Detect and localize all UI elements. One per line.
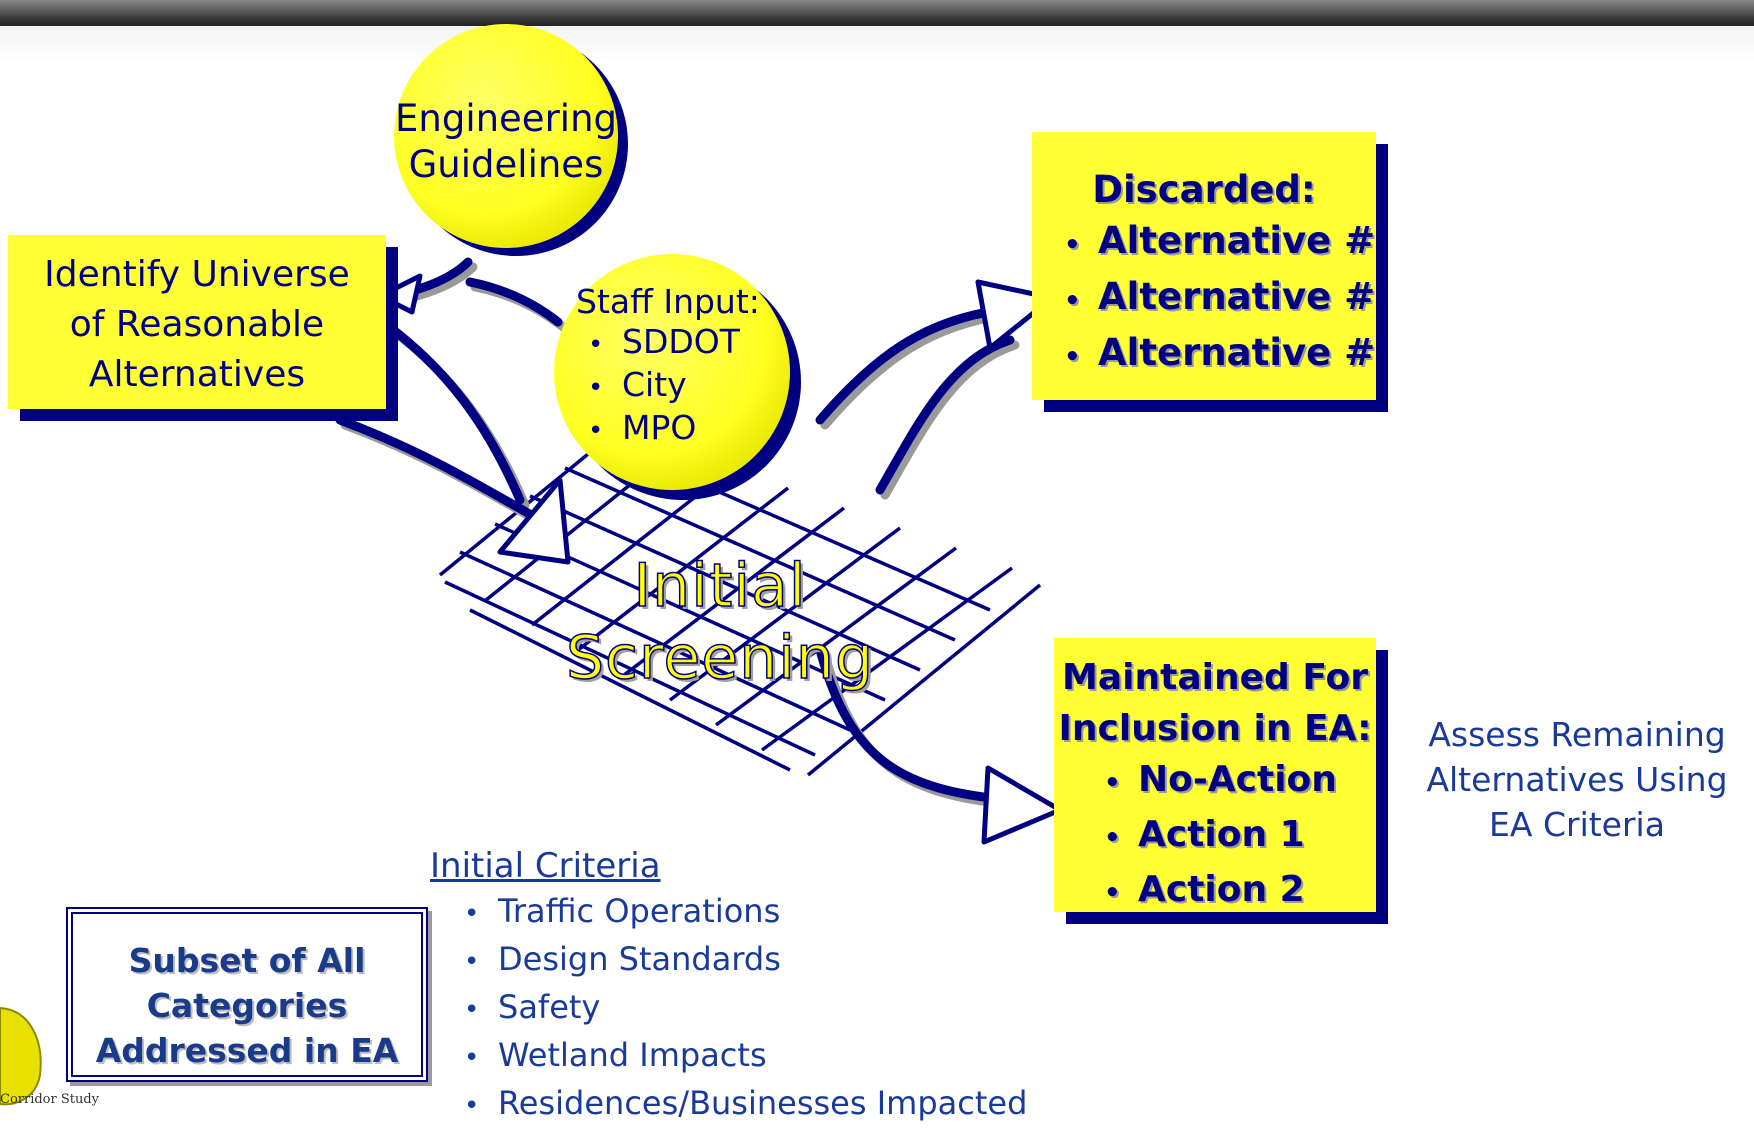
criteria-item: Design Standards (464, 937, 1027, 985)
logo-caption: Corridor Study (0, 1092, 100, 1107)
corridor-logo-icon (0, 1006, 42, 1106)
title-bar (0, 0, 1754, 26)
maintained-box: Maintained For Inclusion in EA: No-Actio… (1054, 638, 1376, 912)
engineering-line-1: Engineering (395, 97, 617, 140)
criteria-list: Traffic Operations Design Standards Safe… (430, 889, 1027, 1129)
criteria-item: Residences/Businesses Impacted (464, 1081, 1027, 1129)
criteria-heading: Initial Criteria (430, 846, 661, 886)
staff-input-label: Staff Input: SDDOT City MPO (576, 282, 796, 451)
assess-remaining-note: Assess Remaining Alternatives Using EA C… (1412, 712, 1742, 847)
staff-item: MPO (588, 408, 796, 451)
subset-line-3: Addressed in EA (95, 1031, 399, 1070)
assess-line-1: Assess Remaining (1428, 715, 1726, 754)
maintained-item: Action 2 (1104, 864, 1376, 919)
discarded-list: Alternative # Alternative # Alternative … (1032, 215, 1376, 383)
identify-line-2: of Reasonable (69, 304, 325, 345)
assess-line-3: EA Criteria (1489, 805, 1665, 844)
engineering-guidelines-label: Engineering Guidelines (394, 96, 618, 188)
criteria-item: Traffic Operations (464, 889, 1027, 937)
engineering-line-2: Guidelines (408, 143, 604, 186)
criteria-item: Safety (464, 985, 1027, 1033)
discarded-item: Alternative # (1064, 327, 1376, 383)
staff-item: City (588, 365, 796, 408)
identify-line-3: Alternatives (88, 354, 306, 395)
maintained-item: Action 1 (1104, 809, 1376, 864)
discarded-box: Discarded: Alternative # Alternative # A… (1032, 132, 1376, 400)
screening-line-2: Screening (565, 622, 875, 694)
staff-item: SDDOT (588, 322, 796, 365)
subset-categories-box: Subset of All Categories Addressed in EA (66, 907, 428, 1082)
maintained-line-1: Maintained For (1062, 657, 1368, 698)
identify-line-1: Identify Universe (44, 254, 350, 295)
subset-line-2: Categories (146, 986, 348, 1025)
screening-grid (438, 426, 1042, 777)
identify-universe-box: Identify Universe of Reasonable Alternat… (8, 235, 386, 409)
staff-heading: Staff Input: (576, 282, 760, 321)
header-shade (0, 26, 1754, 66)
staff-list: SDDOT City MPO (588, 322, 796, 451)
discarded-item: Alternative # (1064, 271, 1376, 327)
assess-line-2: Alternatives Using (1426, 760, 1728, 799)
maintained-list: No-Action Action 1 Action 2 (1054, 754, 1376, 919)
criteria-item: Wetland Impacts (464, 1033, 1027, 1081)
maintained-line-2: Inclusion in EA: (1058, 708, 1372, 749)
subset-line-1: Subset of All (128, 941, 366, 980)
initial-criteria: Initial Criteria Traffic Operations Desi… (430, 844, 1027, 1129)
screening-line-1: Initial (633, 550, 807, 622)
discarded-item: Alternative # (1064, 215, 1376, 271)
discarded-heading: Discarded: (1092, 168, 1316, 211)
maintained-item: No-Action (1104, 754, 1376, 809)
initial-screening-label: Initial Screening (520, 550, 920, 694)
engineering-circle (394, 24, 618, 248)
